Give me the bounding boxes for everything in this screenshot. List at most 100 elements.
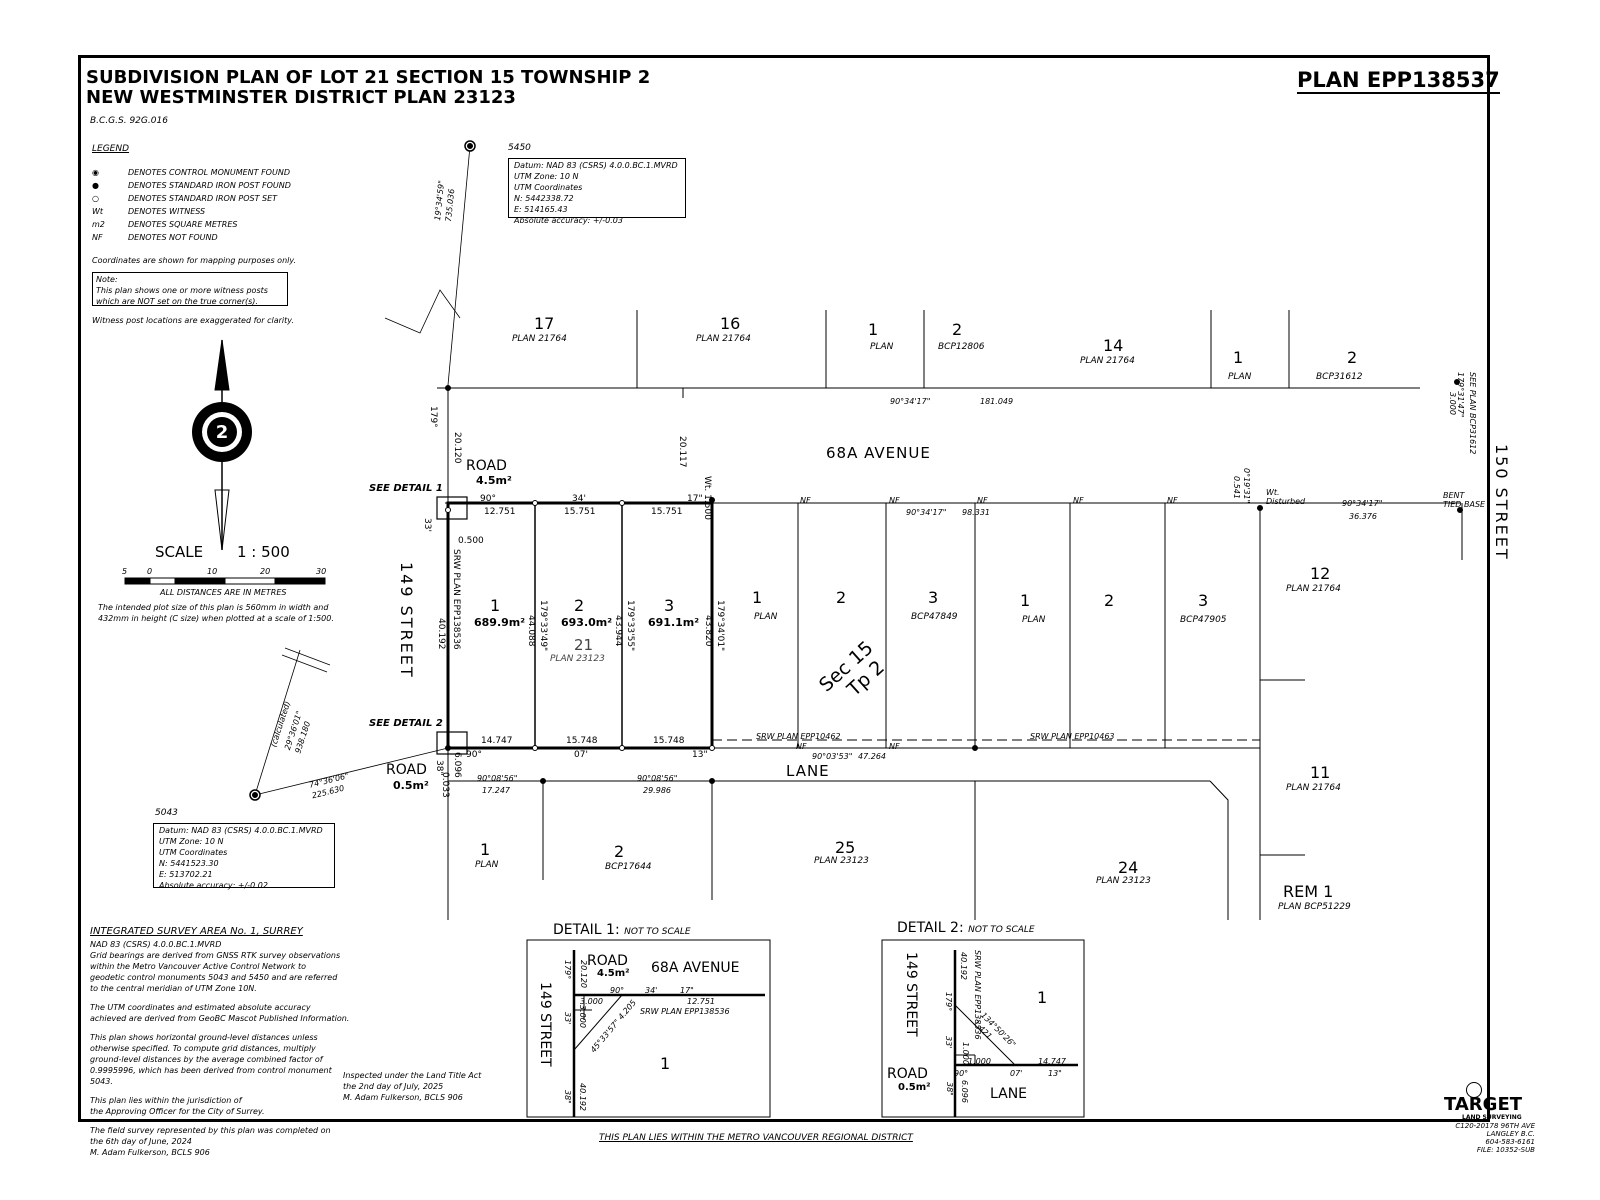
detail1-a179: 179° (563, 960, 572, 980)
angle-33-west: 33' (422, 518, 432, 532)
new-lot-2-number: 2 (574, 596, 585, 615)
detail2-lot: 1 (1037, 988, 1048, 1007)
new-lot-1-area: 689.9m² (474, 616, 526, 629)
detail1-a33: 33' (563, 1012, 572, 1025)
new-lot-1-number: 1 (490, 596, 501, 615)
mid-lot-1a-plan: PLAN (754, 612, 778, 622)
coords-note: Coordinates are shown for mapping purpos… (92, 256, 297, 265)
mid-lot-1b: 1 (1020, 591, 1031, 610)
north-lot-14-plan: PLAN 21764 (1080, 356, 1135, 366)
plan-number: PLAN EPP138537 (1297, 68, 1500, 94)
srw-epp10462: SRW PLAN EPP10462 (756, 732, 841, 741)
lot1-bot-dim: 14.747 (481, 736, 513, 746)
detail1-a17: 17" (680, 986, 694, 995)
compass-rose: 2 (192, 402, 252, 462)
integrated-survey-notes: INTEGRATED SURVEY AREA No. 1, SURREY NAD… (90, 926, 350, 1157)
lot2-top-dim: 15.751 (564, 507, 596, 517)
mid-lot-2b: 2 (1104, 591, 1115, 610)
plot-size-note: The intended plot size of this plan is 5… (98, 603, 334, 623)
north-lot-2b: 2 (1347, 348, 1358, 367)
street-149: 149 STREET (397, 562, 416, 679)
north-lot-1a-plan: PLAN (870, 342, 894, 352)
lot2-side-bearing: 179°33'55" (625, 600, 635, 652)
east-distance: 36.376 (1349, 512, 1377, 521)
east-lot-11-plan: PLAN 21764 (1286, 783, 1341, 793)
tie-5450-bearing: 19°34'59"735.036 (432, 179, 457, 223)
detail2-d1000b: 1.000 (968, 1057, 991, 1066)
south-lot-2-plan: BCP17644 (605, 862, 652, 872)
lot2-bot-dim: 15.748 (566, 736, 598, 746)
company-name: TARGET (1444, 1094, 1523, 1115)
parent-lot-plan: PLAN 23123 (550, 654, 605, 664)
detail2-d14747: 14.747 (1038, 1057, 1066, 1066)
nf-5: NF (1167, 496, 1178, 505)
lane-label: LANE (786, 762, 830, 780)
angle-07-bot: 07' (574, 750, 588, 760)
parent-lot-number: 21 (574, 636, 594, 654)
mid-lot-2a: 2 (836, 588, 847, 607)
detail1-d3000a: 3.000 (580, 997, 603, 1006)
north-lot-2b-plan: BCP31612 (1316, 372, 1363, 382)
north-bearing: 90°34'17" (890, 397, 931, 406)
angle-179-west: 179° (428, 406, 438, 428)
north-lot-2a-plan: BCP12806 (938, 342, 985, 352)
detail2-d1000a: 1.000 (961, 1042, 970, 1065)
east-lot-11: 11 (1310, 763, 1331, 782)
lot1-top-dim: 12.751 (484, 507, 516, 517)
east-lot-rem1-plan: PLAN BCP51229 (1278, 902, 1351, 912)
west-srw: SRW PLAN EPP138536 (451, 549, 461, 650)
lot3-bot-dim: 15.748 (653, 736, 685, 746)
legend-heading: LEGEND (92, 144, 130, 154)
new-lot-3-area: 691.1m² (648, 616, 700, 629)
mid-lot-3a: 3 (928, 588, 939, 607)
mid-lot-1b-plan: PLAN (1022, 615, 1046, 625)
witness-disturbed: Wt. Disturbed (1266, 488, 1306, 506)
angle-34-top: 34' (572, 494, 586, 504)
north-lot-1b: 1 (1233, 348, 1244, 367)
lot3-side-bearing: 179°34'01" (715, 600, 725, 652)
angle-13-bot: 13" (692, 750, 708, 760)
east-bearing: 90°34'17" (1342, 499, 1383, 508)
scale-ratio: 1 : 500 (237, 543, 290, 561)
north-lot-14: 14 (1103, 336, 1124, 355)
detail2-road: ROAD (887, 1066, 928, 1082)
detail1-d3000b: 3.000 (578, 1005, 587, 1028)
road-bottom-label: ROAD (386, 762, 427, 778)
bcgs-number: B.C.G.S. 92G.016 (90, 116, 168, 126)
lot2-side-dim: 43.944 (613, 615, 623, 647)
detail1-d40192: 40.192 (578, 1083, 587, 1111)
detail1-lot: 1 (660, 1054, 671, 1073)
integrated-heading: INTEGRATED SURVEY AREA No. 1, SURREY (90, 926, 303, 937)
monument-5450-label: 5450 (508, 143, 531, 153)
new-lot-2-area: 693.0m² (561, 616, 613, 629)
srw-epp10463: SRW PLAN EPP10463 (1030, 732, 1115, 741)
east-angle-1: 0°19'31" (1242, 468, 1251, 504)
east-lot-12-plan: PLAN 21764 (1286, 584, 1341, 594)
road-top-area: 4.5m² (476, 474, 512, 487)
bent-tied-base: BENT TIED BASE (1443, 491, 1486, 509)
detail2-a38: 38" (945, 1082, 954, 1096)
detail2-a179: 179° (944, 992, 953, 1012)
angle-90-bot: 90° (466, 750, 482, 760)
east-lot-rem1: REM 1 (1283, 882, 1334, 901)
north-lot-16: 16 (720, 314, 741, 333)
inspected-note: Inspected under the Land Title Act the 2… (343, 1071, 482, 1102)
nf-7: NF (889, 742, 900, 751)
detail2-title: DETAIL 2: NOT TO SCALE (897, 920, 1035, 936)
street-150: 150 STREET (1492, 444, 1511, 561)
south-lot-25: 25 (835, 838, 856, 857)
south-bearing-1: 90°08'56" (477, 774, 518, 783)
south-lot-24-plan: PLAN 23123 (1096, 876, 1151, 886)
witness-lot3: Wt. 1.500 (702, 476, 712, 520)
mid-lot-3a-plan: BCP47849 (911, 612, 958, 622)
new-lot-3-number: 3 (664, 596, 675, 615)
south-distance-2: 29.986 (643, 786, 671, 795)
see-detail-1: SEE DETAIL 1 (369, 483, 443, 494)
detail2-area: 0.5m² (898, 1082, 931, 1093)
dist-6096: 6.096 (452, 752, 462, 778)
road-bottom-area: 0.5m² (393, 779, 429, 792)
mid-top-bearing: 90°34'17" (906, 508, 947, 517)
